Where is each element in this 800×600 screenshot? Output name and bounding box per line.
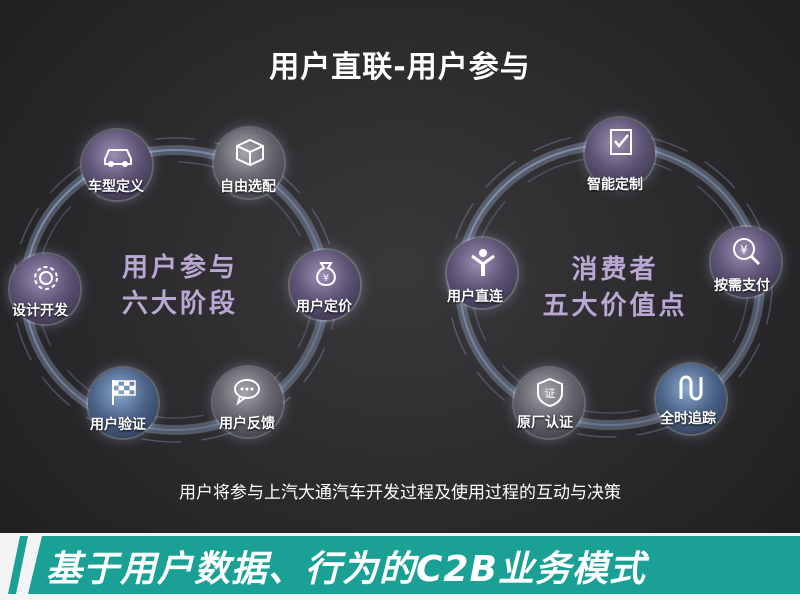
car-icon	[82, 130, 152, 200]
right-node-label: 用户直连	[447, 289, 503, 305]
svg-text:¥: ¥	[740, 243, 748, 257]
left-node-label: 设计开发	[12, 303, 68, 319]
checklist-icon	[585, 118, 655, 188]
svg-text:¥: ¥	[323, 273, 329, 284]
right-node-label: 原厂认证	[517, 415, 573, 431]
left-node-label: 用户定价	[296, 299, 352, 315]
right-node-label: 智能定制	[587, 177, 643, 193]
gear-icon	[10, 254, 80, 324]
banner-text: 基于用户数据、行为的C2B业务模式	[46, 549, 646, 590]
right-center-line-1: 消费者	[571, 255, 659, 285]
left-node-label: 自由选配	[220, 179, 276, 195]
cube-icon	[214, 128, 284, 198]
person-icon	[447, 238, 517, 308]
left-center-line-2: 六大阶段	[121, 289, 238, 319]
left-center-line-1: 用户参与	[121, 253, 238, 283]
checkered-flag-icon	[88, 368, 158, 438]
page-title: 用户直联-用户参与	[269, 50, 531, 85]
yuan-search-icon: ¥	[711, 227, 781, 297]
bottom-banner	[28, 536, 800, 594]
right-node-label: 按需支付	[714, 278, 770, 294]
tracking-path-icon	[656, 364, 726, 434]
chat-bubble-icon	[213, 367, 283, 437]
right-node-label: 全时追踪	[660, 411, 716, 427]
left-center-text: 用户参与 六大阶段	[115, 250, 245, 322]
certificate-shield-icon: 证	[514, 368, 584, 438]
left-node-label: 用户反馈	[219, 416, 275, 432]
right-center-text: 消费者 五大价值点	[540, 252, 690, 324]
svg-text:证: 证	[545, 387, 556, 400]
left-node-label: 车型定义	[88, 179, 144, 195]
left-node-label: 用户验证	[90, 417, 146, 433]
money-bag-icon: ¥	[290, 250, 360, 320]
right-center-line-2: 五大价值点	[542, 291, 688, 321]
caption-text: 用户将参与上汽大通汽车开发过程及使用过程的互动与决策	[179, 483, 621, 503]
